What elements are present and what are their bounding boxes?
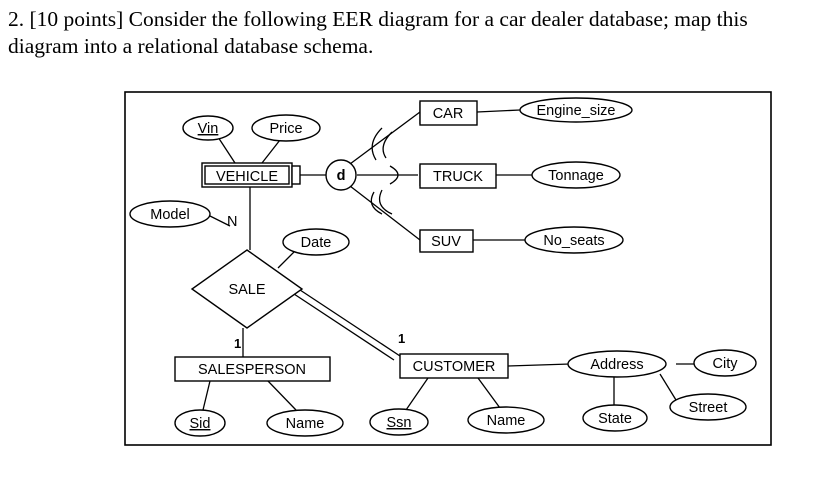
cardinality-salesperson-sale: 1: [234, 336, 241, 351]
attribute-tonnage-label: Tonnage: [548, 168, 604, 184]
entity-truck: TRUCK: [419, 163, 497, 189]
entity-vehicle-label: VEHICLE: [216, 169, 278, 185]
attribute-vin: Vin: [182, 115, 234, 141]
attribute-street: Street: [669, 393, 747, 421]
attribute-city: City: [693, 349, 757, 377]
attribute-city-label: City: [713, 356, 739, 372]
vehicle-hook: [291, 165, 301, 185]
entity-salesperson-label: SALESPERSON: [198, 362, 306, 378]
entity-car-label: CAR: [433, 106, 464, 122]
attribute-no-seats: No_seats: [524, 226, 624, 254]
entity-suv: SUV: [419, 229, 474, 253]
attribute-ssn: Ssn: [369, 408, 429, 436]
attribute-date-label: Date: [301, 235, 332, 251]
attribute-salesperson-name: Name: [266, 409, 344, 437]
diagram-frame: [124, 91, 772, 446]
attribute-engine-size: Engine_size: [519, 97, 633, 123]
attribute-ssn-label: Ssn: [387, 415, 412, 431]
entity-vehicle: VEHICLE: [201, 162, 293, 188]
attribute-model: Model: [129, 200, 211, 228]
disjoint-label: d: [337, 168, 346, 184]
attribute-customer-name: Name: [467, 406, 545, 434]
attribute-state: State: [582, 404, 648, 432]
attribute-price: Price: [251, 114, 321, 142]
disjoint-circle: d: [325, 159, 357, 191]
attribute-no-seats-label: No_seats: [543, 233, 604, 249]
attribute-date: Date: [282, 228, 350, 256]
relationship-sale-label: SALE: [228, 282, 265, 298]
entity-truck-label: TRUCK: [433, 169, 483, 185]
attribute-engine-size-label: Engine_size: [537, 103, 616, 119]
attribute-street-label: Street: [689, 400, 728, 416]
attribute-sid: Sid: [174, 409, 226, 437]
connector-lines: [202, 102, 696, 411]
attribute-state-label: State: [598, 411, 632, 427]
attribute-customer-name-label: Name: [487, 413, 526, 429]
attribute-address-label: Address: [590, 357, 643, 373]
subset-symbols: [370, 127, 399, 215]
entity-customer: CUSTOMER: [399, 353, 509, 379]
attribute-address: Address: [567, 350, 667, 378]
entity-salesperson: SALESPERSON: [174, 356, 331, 382]
entity-suv-label: SUV: [431, 234, 461, 250]
entity-car: CAR: [419, 100, 478, 126]
attribute-model-label: Model: [150, 207, 190, 223]
attribute-vin-label: Vin: [198, 121, 219, 137]
question-line-2: diagram into a relational database schem…: [8, 34, 374, 58]
relationship-sale: SALE: [190, 249, 304, 329]
cardinality-customer-sale: 1: [398, 331, 405, 346]
attribute-price-label: Price: [269, 121, 302, 137]
entity-customer-label: CUSTOMER: [413, 359, 496, 375]
cardinality-vehicle-sale: N: [227, 214, 237, 230]
attribute-sid-label: Sid: [190, 416, 211, 432]
attribute-tonnage: Tonnage: [531, 161, 621, 189]
question-text: 2. [10 points] Consider the following EE…: [8, 6, 828, 60]
attribute-salesperson-name-label: Name: [286, 416, 325, 432]
question-line-1: 2. [10 points] Consider the following EE…: [8, 7, 748, 31]
